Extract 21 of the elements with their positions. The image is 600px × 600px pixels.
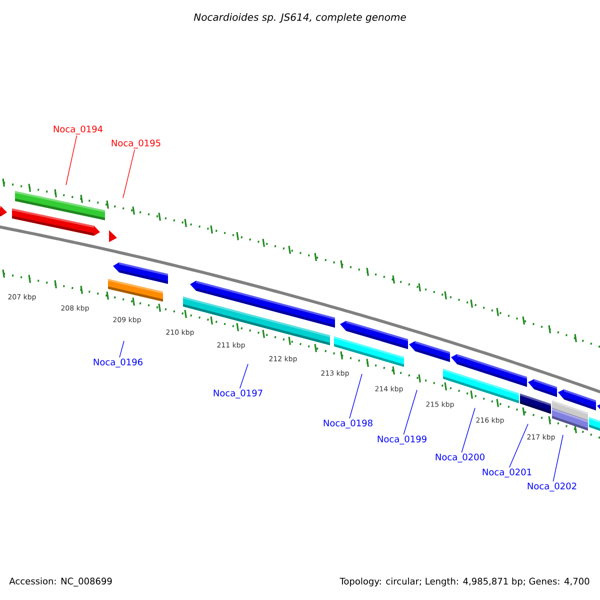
gene-label: Noca_0194 <box>54 126 103 134</box>
leader-line <box>552 434 564 482</box>
gene-label: Noca_0198 <box>324 420 372 428</box>
gene-label: Noca_0197 <box>214 390 262 398</box>
gene-label: Noca_0202 <box>528 482 576 492</box>
leader-line <box>119 340 124 358</box>
leader-line <box>509 424 528 468</box>
leader-line <box>461 408 476 453</box>
title: Nocardioides sp. JS614, complete genome <box>194 13 406 23</box>
leader-line <box>66 135 78 186</box>
leader-line <box>403 390 418 435</box>
gene-label: Noca_0201 <box>482 468 532 478</box>
topology-text: Topology: circular; Length: 4,985,871 bp; Genes: 4,700 <box>340 578 590 586</box>
gene-label: Noca_0196 <box>94 358 142 368</box>
gene-label: Noca_0195 <box>112 140 160 148</box>
leader-line <box>349 374 362 419</box>
accession-text: Accession: NC_008699 <box>9 578 112 586</box>
gene-label: Noca_0199 <box>378 436 426 444</box>
gene-label: Noca_0200 <box>436 454 484 462</box>
leader-line <box>122 149 135 198</box>
leader-line <box>240 364 248 389</box>
